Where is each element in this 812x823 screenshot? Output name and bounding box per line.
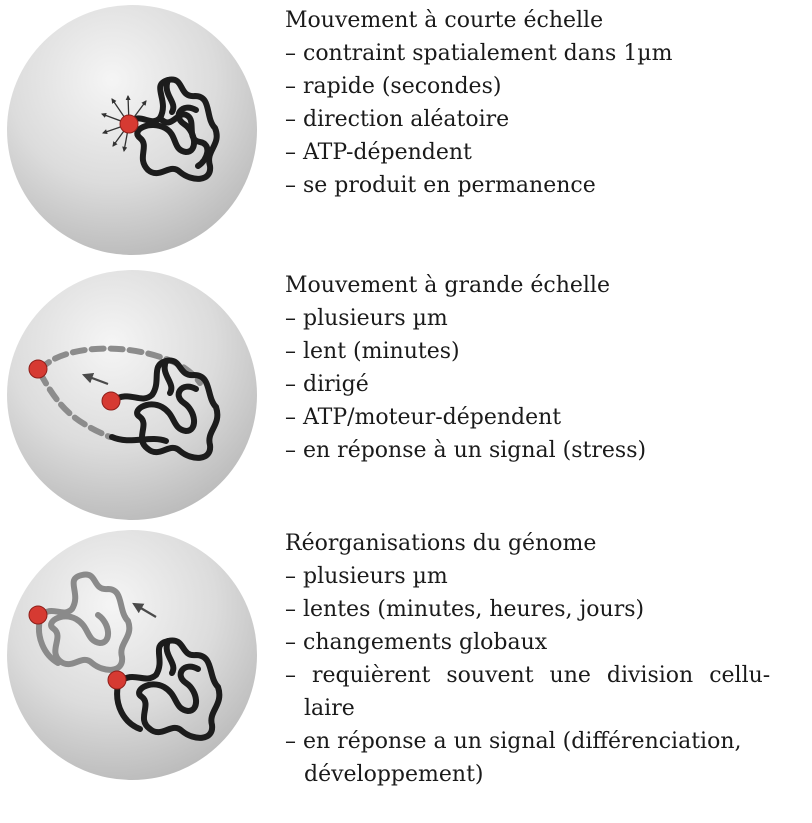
list-item-continuation: développement) [285,758,803,791]
panel-short-range-movement: Mouvement à courte échelle – contraint s… [0,0,812,260]
nucleus-icon [7,530,257,780]
list-item: – lent (minutes) [285,335,646,368]
list-item: – contraint spatialement dans 1µm [285,37,672,70]
list-item: – requièrent souvent une division cellu- [285,659,803,692]
list-item: – ATP-dépendent [285,136,672,169]
panel-title: Réorganisations du génome [285,527,803,560]
list-item: – ATP/moteur-dépendent [285,401,646,434]
list-item: – se produit en permanence [285,169,672,202]
feature-list: – plusieurs µm – lent (minutes) – dirigé… [285,302,646,467]
locus-icon [29,360,47,378]
list-item: – en réponse a un signal (différenciatio… [285,725,803,758]
list-item: – changements globaux [285,626,803,659]
short-range-diagram [0,0,270,260]
list-item: – plusieurs µm [285,302,646,335]
panel-large-range-movement: Mouvement à grande échelle – plusieurs µ… [0,265,812,525]
locus-icon [29,606,47,624]
list-item: – en réponse à un signal (stress) [285,434,646,467]
large-range-diagram [0,265,270,525]
list-item: – direction aléatoire [285,103,672,136]
short-range-text: Mouvement à courte échelle – contraint s… [285,4,672,202]
feature-list: – plusieurs µm – lentes (minutes, heures… [285,560,803,791]
panel-genome-reorganization: Réorganisations du génome – plusieurs µm… [0,527,812,823]
locus-icon [108,671,126,689]
list-item: – dirigé [285,368,646,401]
genome-reorganization-text: Réorganisations du génome – plusieurs µm… [285,527,803,791]
panel-title: Mouvement à grande échelle [285,269,646,302]
list-item: – plusieurs µm [285,560,803,593]
locus-icon [120,115,138,133]
list-item: – lentes (minutes, heures, jours) [285,593,803,626]
genome-reorganization-diagram [0,527,270,823]
feature-list: – contraint spatialement dans 1µm – rapi… [285,37,672,202]
list-item-continuation: laire [285,692,803,725]
locus-icon [102,392,120,410]
list-item: – rapide (secondes) [285,70,672,103]
large-range-text: Mouvement à grande échelle – plusieurs µ… [285,269,646,467]
panel-title: Mouvement à courte échelle [285,4,672,37]
